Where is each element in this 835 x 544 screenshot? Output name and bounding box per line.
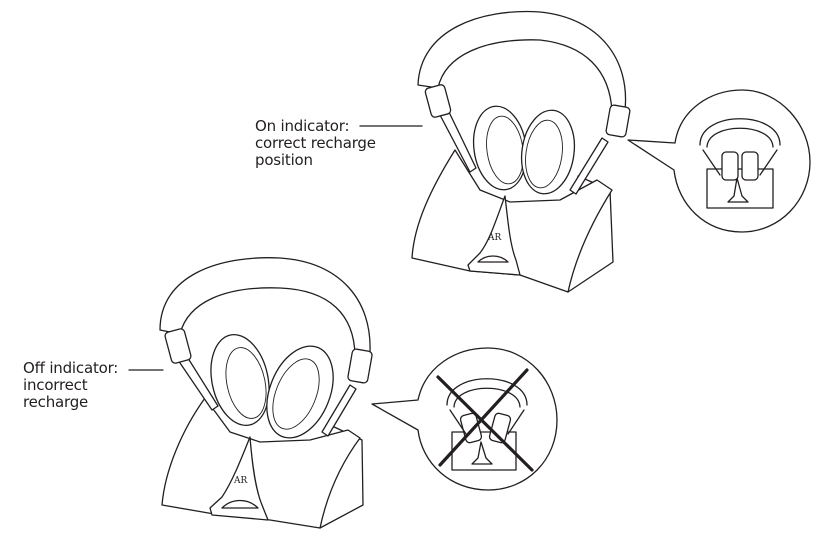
- on-indicator-label-line-3: position: [255, 151, 313, 169]
- right-slider: [605, 104, 631, 138]
- left-slider: [424, 84, 452, 118]
- on-indicator-label-line-1: On indicator:: [255, 117, 350, 135]
- off-indicator-label-line-1: Off indicator:: [23, 359, 119, 377]
- incorrect-inset-callout: [371, 347, 558, 491]
- off-indicator-label: Off indicator: incorrect recharge: [23, 360, 118, 411]
- correct-inset-callout: [627, 89, 811, 233]
- base-slot: [477, 255, 509, 263]
- left-slider: [164, 328, 192, 364]
- base-slot: [221, 499, 259, 509]
- base-body: [161, 397, 361, 529]
- right-yoke: [321, 384, 357, 437]
- right-slider: [347, 348, 373, 384]
- ar-logo: AR: [487, 233, 501, 243]
- correct-recharge-illustration: AR: [359, 10, 631, 293]
- headband: [159, 257, 371, 356]
- callout-bubble: [627, 89, 811, 233]
- left-earcup: [210, 333, 270, 427]
- incorrect-recharge-illustration: AR: [128, 257, 373, 529]
- headband: [417, 10, 627, 113]
- x-mark-stroke-2: [438, 368, 529, 467]
- base-center-fin: [209, 436, 269, 521]
- base-body: [411, 149, 613, 293]
- off-indicator-label-line-2: incorrect: [23, 376, 88, 394]
- base-center-fin: [467, 195, 521, 276]
- right-yoke: [569, 137, 609, 195]
- x-mark-stroke-1: [436, 375, 534, 472]
- right-earcup: [266, 345, 334, 439]
- on-indicator-label: On indicator: correct recharge position: [255, 118, 376, 169]
- on-indicator-label-line-2: correct recharge: [255, 134, 376, 152]
- right-earcup: [520, 109, 576, 195]
- off-indicator-label-line-3: recharge: [23, 393, 89, 411]
- ar-logo: AR: [233, 476, 247, 486]
